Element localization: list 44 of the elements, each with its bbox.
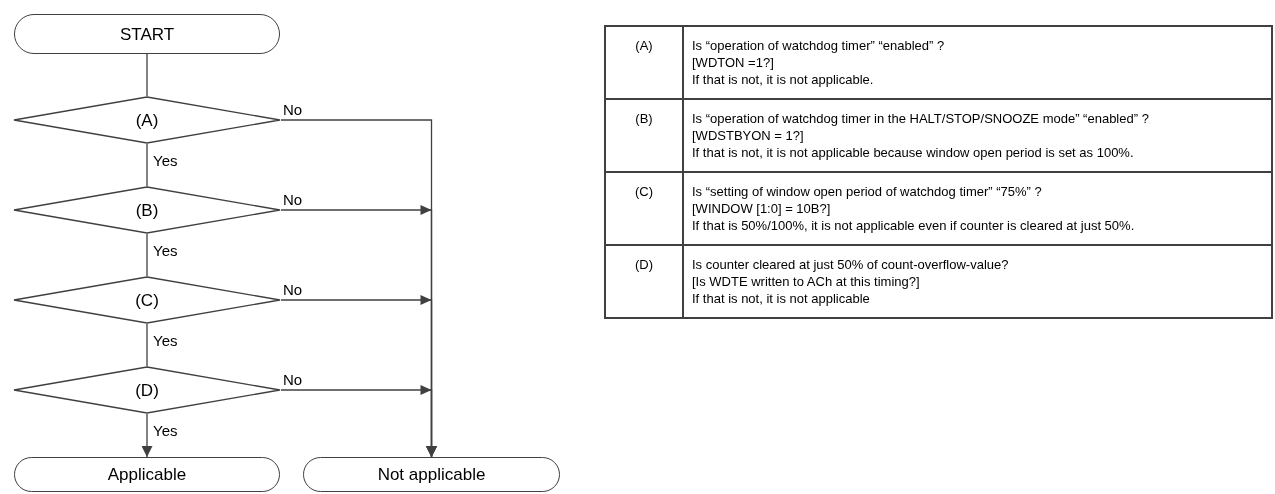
condition-text: If that is not, it is not applicable	[692, 290, 871, 307]
connector-line	[146, 323, 148, 367]
node-label: Not applicable	[377, 466, 486, 483]
edge-label: No	[283, 372, 303, 387]
edge-label: Yes	[153, 153, 178, 168]
condition-text: Is “operation of watchdog timer in the HALT/STOP/SNOOZE mode” “enabled” ?	[692, 110, 1150, 127]
node-label: (C)	[135, 291, 159, 309]
node-label: (A)	[135, 111, 159, 129]
condition-text: [Is WDTE written to ACh at this timing?]	[692, 273, 921, 290]
connector-line	[146, 143, 148, 187]
edge-label: No	[283, 102, 303, 117]
row-label: (B)	[635, 110, 653, 127]
edge-label: Yes	[153, 243, 178, 258]
arrow	[141, 413, 153, 458]
terminal-box	[14, 14, 280, 54]
edge-label: No	[283, 282, 303, 297]
row-label: (C)	[634, 183, 653, 200]
decision-diamond	[13, 96, 281, 144]
decision-diamond	[13, 186, 281, 234]
node-label: Applicable	[107, 466, 187, 483]
condition-text: Is “setting of window open period of watchdog timer” “75%” ?	[692, 183, 1043, 200]
condition-text: If that is 50%/100%, it is not applicable even if counter is cleared at just 50%.	[692, 217, 1136, 234]
condition-text: Is “operation of watchdog timer” “enabled” ?	[692, 37, 946, 54]
arrow	[280, 385, 437, 458]
connector-line	[146, 53, 148, 97]
row-label: (A)	[635, 37, 653, 54]
condition-text: If that is not, it is not applicable because window open period is set as 100%.	[692, 144, 1135, 161]
row-label: (D)	[634, 256, 653, 273]
condition-text: Is counter cleared at just 50% of count-overflow-value?	[692, 256, 1010, 273]
node-label: START	[119, 25, 175, 43]
terminal-box	[303, 457, 560, 492]
node-label: (D)	[135, 381, 159, 399]
condition-text: [WDTON =1?]	[692, 54, 775, 71]
connector-line	[146, 233, 148, 277]
edge-label: Yes	[153, 423, 178, 438]
edge-label: No	[283, 192, 303, 207]
decision-diamond	[13, 276, 281, 324]
condition-text: [WDSTBYON = 1?]	[692, 127, 805, 144]
condition-text: If that is not, it is not applicable.	[692, 71, 875, 88]
terminal-box	[14, 457, 280, 492]
decision-diamond	[13, 366, 281, 414]
condition-text: [WINDOW [1:0] = 10B?]	[692, 200, 832, 217]
node-label: (B)	[135, 201, 159, 219]
edge-label: Yes	[153, 333, 178, 348]
